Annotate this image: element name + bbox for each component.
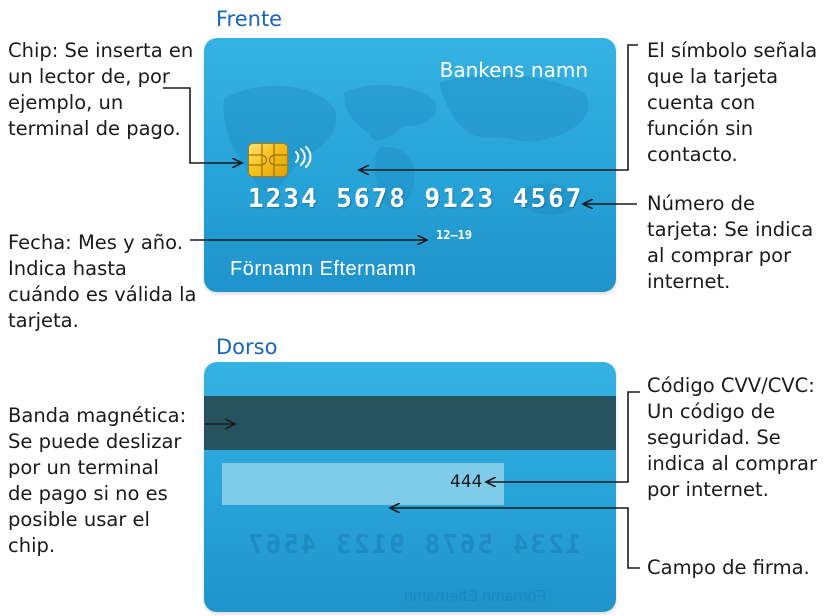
signature-annotation: Campo de firma. xyxy=(647,556,810,579)
bank-name: Bankens namn xyxy=(439,58,588,82)
signature-leader-line xyxy=(390,508,640,569)
card-back: 444 1234 5678 9123 4567 Förnamn Efternam… xyxy=(204,362,616,612)
contactless-annotation: El símbolo señala que la tarjeta cuenta … xyxy=(647,39,818,166)
back-title: Dorso xyxy=(216,335,278,359)
magnetic-stripe-annotation: Banda magnética: Se puede deslizar por u… xyxy=(8,404,187,557)
card-number: 1234 5678 9123 4567 xyxy=(248,184,584,214)
cardholder-name: Förnamn Efternamn xyxy=(230,258,417,280)
signature-field xyxy=(222,463,504,505)
cvv-code: 444 xyxy=(450,472,483,492)
card-number-annotation: Número de tarjeta: Se indica al comprar … xyxy=(647,192,814,293)
expiry-date: 12–19 xyxy=(436,228,473,242)
cvv-annotation: Código CVV/CVC: Un código de seguridad. … xyxy=(647,374,818,501)
card-front: Bankens namn 1234 5678 9123 4567 12–19 F… xyxy=(204,38,616,292)
magnetic-stripe xyxy=(204,396,616,450)
expiry-annotation: Fecha: Mes y año. Indica hasta cuándo es… xyxy=(8,231,197,332)
cvv-leader-line xyxy=(486,391,640,482)
front-title: Frente xyxy=(216,7,283,31)
chip-leader-line xyxy=(163,87,242,163)
contactless-icon xyxy=(292,146,314,173)
chip-icon xyxy=(248,143,288,177)
chip-annotation: Chip: Se inserta en un lector de, por ej… xyxy=(8,39,194,140)
contactless-leader-line xyxy=(359,44,638,170)
